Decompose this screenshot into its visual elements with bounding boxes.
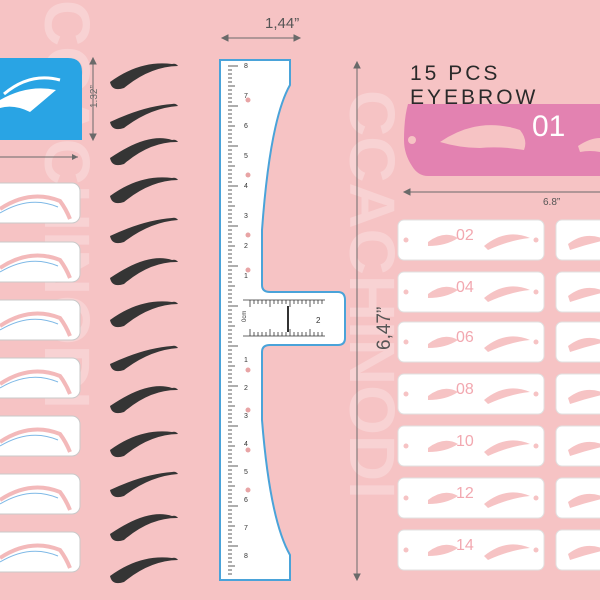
right-stencil: 08 [397, 373, 545, 415]
right-stencil [555, 219, 600, 261]
left-stencil [0, 182, 81, 224]
ruler-dot [245, 97, 251, 103]
stencil-number: 14 [456, 537, 474, 554]
ruler-number: 4 [244, 183, 248, 190]
ruler-width-dimension [220, 34, 302, 42]
product-title: 15 PCS EYEBROW [410, 62, 539, 109]
right-stencil [555, 271, 600, 313]
ruler-dot [245, 407, 251, 413]
stencil-number: 01 [532, 110, 565, 143]
right-stencil: 10 [397, 425, 545, 467]
ruler-number: 6 [244, 123, 248, 130]
stencil-height-dimension [89, 56, 97, 142]
right-stencil [555, 529, 600, 571]
stencil-height-label: 1.32” [89, 85, 100, 108]
stencil-number: 08 [456, 381, 474, 398]
ruler-number: 8 [244, 63, 248, 70]
left-stencil [0, 473, 81, 515]
right-stencil: 02 [397, 219, 545, 261]
left-stencil [0, 241, 81, 283]
svg-text:CCACHINODI: CCACHINODI [336, 90, 408, 499]
right-stencil-grid: 02 04 06 08 10 12 14 [397, 219, 600, 571]
ruler-number: 3 [244, 413, 248, 420]
ruler-dot [245, 367, 251, 373]
ruler-dot [245, 232, 251, 238]
ruler-number: 3 [244, 213, 248, 220]
left-stencil [0, 299, 81, 341]
stencil-number: 06 [456, 329, 474, 346]
ruler-width-label: 1,44” [265, 15, 299, 32]
left-stencil [0, 531, 81, 573]
crossbar-number: 2 [316, 316, 321, 325]
eyebrow-shape [110, 557, 178, 584]
ruler-number: 7 [244, 525, 248, 532]
eyebrow-shape [110, 138, 178, 166]
ruler-dot [245, 267, 251, 273]
stencil-number: 02 [456, 227, 474, 244]
ruler-number: 2 [244, 243, 248, 250]
eyebrow-shape [110, 258, 178, 286]
stencil-width-dimension [402, 188, 600, 196]
stencil-width-label: 6.8” [543, 197, 560, 208]
ruler-number: 5 [244, 469, 248, 476]
ruler-number: 5 [244, 153, 248, 160]
ruler-number: 8 [244, 553, 248, 560]
eyebrow-shape [110, 345, 178, 372]
right-stencil [555, 425, 600, 467]
ruler-number: 1 [244, 273, 248, 280]
eyebrow-shape [110, 386, 178, 414]
stencil-number: 04 [456, 279, 474, 296]
ruler-number: 7 [244, 93, 248, 100]
right-stencil: 04 [397, 271, 545, 313]
pink-stencil [404, 104, 600, 176]
eyebrow-shape [110, 514, 178, 542]
ruler-dot [245, 487, 251, 493]
stencil-number: 12 [456, 485, 474, 502]
eyebrow-shape [110, 431, 178, 458]
ruler-dot [245, 172, 251, 178]
ruler-number: 2 [244, 385, 248, 392]
left-stencil [0, 415, 81, 457]
eyebrow-shape [110, 103, 178, 130]
right-stencil [555, 373, 600, 415]
right-stencil: 14 [397, 529, 545, 571]
left-stencil [0, 357, 81, 399]
ruler-unit-label: 0cm [242, 311, 248, 322]
ruler-number: 6 [244, 497, 248, 504]
ruler-height-label: 6,47” [374, 307, 395, 350]
eyebrow-shapes-column [110, 63, 178, 584]
eyebrow-shape [110, 177, 178, 204]
eyebrow-shape [110, 471, 178, 498]
eyebrow-shape [110, 301, 178, 328]
left-stencil-column [0, 182, 81, 573]
ruler-height-dimension [353, 60, 361, 582]
stencil-number: 10 [456, 433, 474, 450]
right-stencil [555, 477, 600, 519]
eyebrow-ruler: 2 0cm 8 7 6 5 4 3 2 1 1 2 3 4 5 6 7 8 [219, 59, 346, 581]
ruler-number: 4 [244, 441, 248, 448]
right-stencil [555, 321, 600, 363]
blue-stencil [0, 58, 82, 140]
right-stencil: 12 [397, 477, 545, 519]
ruler-dot [245, 447, 251, 453]
ruler-number: 1 [244, 357, 248, 364]
eyebrow-shape [110, 217, 178, 244]
right-stencil: 06 [397, 321, 545, 363]
eyebrow-shape [110, 63, 178, 90]
